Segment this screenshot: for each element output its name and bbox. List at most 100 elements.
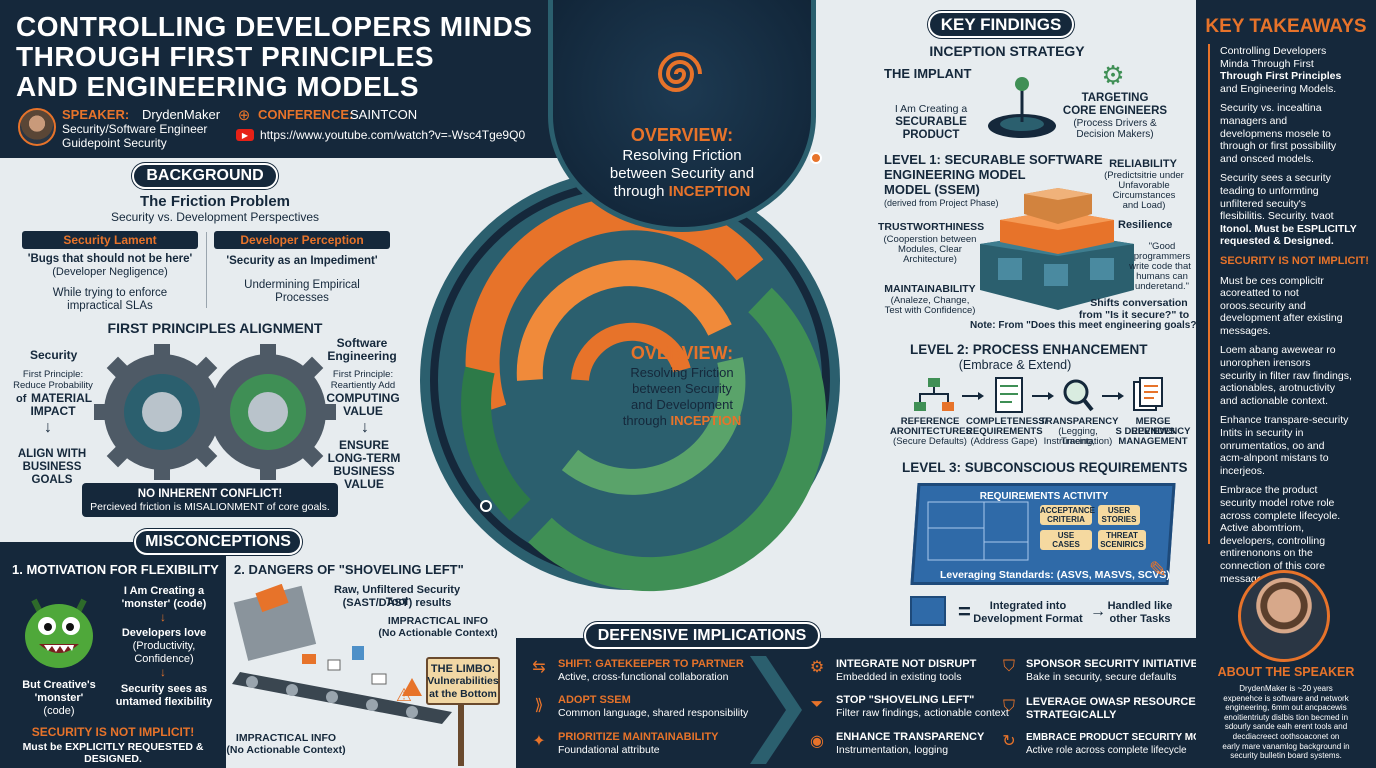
req-b1: USER xyxy=(1107,506,1131,515)
defensive-panel xyxy=(516,638,1196,768)
about-speaker: ABOUT THE SPEAKER xyxy=(1217,665,1355,679)
level3-title: LEVEL 3: SUBCONSCIOUS REQUIREMENTS xyxy=(902,460,1188,475)
m1-b1: Developers love xyxy=(121,627,207,639)
blueprint-small-icon xyxy=(910,596,946,626)
bio-line: engineering, 6mm out ancpacewis xyxy=(1225,703,1347,713)
conflict-1: NO INHERENT CONFLICT! xyxy=(137,488,283,500)
shield-icon: ⛉ xyxy=(1002,658,1015,675)
req-a2: CRITERIA xyxy=(1047,515,1085,524)
chevron-divider xyxy=(750,656,802,764)
m1-c3: (code) xyxy=(43,705,75,717)
globe-icon: ⊕ xyxy=(237,107,251,124)
warning-icon: ⚠ xyxy=(395,684,413,705)
m2-c2: (No Actionable Context) xyxy=(226,744,346,756)
sec-principle-3: of xyxy=(16,393,27,405)
arrow-down-icon: ↓ xyxy=(160,665,166,679)
top-line-1: Resolving Friction xyxy=(622,147,742,164)
sec-principle-1: First Principle: xyxy=(22,369,84,380)
takeaway-line: unorophen irensors xyxy=(1220,357,1311,370)
req-a1: ACCEPTANCE xyxy=(1040,506,1095,515)
shift-note: Note: From "Does this meet engineering g… xyxy=(970,320,1202,331)
top-inception: INCEPTION xyxy=(668,183,751,200)
mid-inception: INCEPTION xyxy=(670,413,742,428)
principles-title: FIRST PRINCIPLES ALIGNMENT xyxy=(107,320,323,336)
takeaway-line: requested & Designed. xyxy=(1220,235,1334,248)
takeaway-line: teading to unformting xyxy=(1220,184,1319,197)
align-2: BUSINESS xyxy=(22,461,82,473)
header-panel xyxy=(0,0,560,158)
conference-name: SAINTCON xyxy=(350,107,418,122)
sec-principle-5: IMPACT xyxy=(30,404,76,418)
sw-principle-2: Reartiently Add xyxy=(330,380,396,391)
takeaway-line: connection of this core xyxy=(1220,559,1326,572)
lament-foot-2: impractical SLAs xyxy=(67,300,153,312)
friction-title: The Friction Problem xyxy=(139,193,290,210)
p4a: MERGE REVIEWS xyxy=(1131,416,1175,438)
conveyor-graphic xyxy=(232,584,452,724)
def-item-2-sub: Foundational attribute xyxy=(558,744,660,756)
rel-1: (Predictsitrie under xyxy=(1104,170,1184,181)
bio-line: DrydenMaker is ~20 years xyxy=(1239,684,1333,693)
limbo-post xyxy=(458,700,464,766)
def-item-7-sub: STRATEGICALLY xyxy=(1026,709,1117,721)
req-c2: CASES xyxy=(1052,540,1080,549)
bio-line: enoitientriuty dislbis tion becmed in xyxy=(1223,712,1349,722)
maint-1: (Analeze, Change, xyxy=(890,295,970,306)
avatar xyxy=(18,108,56,146)
documents-icon xyxy=(1133,377,1163,411)
blueprint-lines xyxy=(927,501,1029,561)
takeaway-line: security in filter raw findings, xyxy=(1220,369,1352,382)
def-item-6-sub: Bake in security, secure defaults xyxy=(1026,671,1177,683)
p4b: S DEPENDENCY xyxy=(1115,426,1191,437)
top-overview-circle xyxy=(548,0,816,232)
takeaway-line: managers and xyxy=(1220,114,1288,127)
implant-title: THE IMPLANT xyxy=(884,66,972,81)
shift-1: Shifts conversation xyxy=(1090,297,1188,309)
handshake-icon: ⇆ xyxy=(532,659,546,676)
ensure-2: LONG-TERM xyxy=(327,451,401,465)
req-c1: USE xyxy=(1057,531,1075,540)
req-head: REQUIREMENTS ACTIVITY xyxy=(979,491,1109,502)
takeaway-line: and onsced models. xyxy=(1220,152,1314,165)
sec-principle-2: Reduce Probability xyxy=(13,380,93,391)
mid-line-3: and Development xyxy=(631,397,733,412)
p1b: ARONITECTURES xyxy=(890,426,972,437)
p4c: MANAGEMENT xyxy=(1118,436,1188,447)
m2-a1: Raw, Unfiltered Security Tool xyxy=(333,584,461,609)
top-line-2: between Security and xyxy=(609,165,755,182)
explicit-left: Must be EXPLICITLY REQUESTED & DESIGNED. xyxy=(22,741,204,765)
youtube-link[interactable]: https://www.youtube.com/watch?v=-Wsc4Tge… xyxy=(260,128,526,142)
connector-dot xyxy=(480,500,492,512)
takeaway-line: incerjeos. xyxy=(1220,464,1265,477)
sw-label-2: Engineering xyxy=(327,349,397,363)
m1-a2: 'monster' (code) xyxy=(121,598,207,610)
trust-t: TRUSTWORTHINESS xyxy=(878,221,985,233)
ssem-pyramid xyxy=(980,188,1134,310)
mid-line-2: between Security xyxy=(632,381,732,396)
quote-2: programmers xyxy=(1133,251,1191,262)
takeaway-line: Must be ces complicitr xyxy=(1220,274,1324,287)
quote-4: humans can xyxy=(1136,271,1188,282)
equals: = xyxy=(958,599,971,624)
def-item-4-title: STOP "SHOVELING LEFT" xyxy=(836,694,975,706)
def-item-8-sub: Active role across complete lifecycle xyxy=(1026,745,1187,756)
defensive-pill: DEFENSIVE IMPLICATIONS xyxy=(584,622,820,649)
bio-line: early mare vanamlog background in xyxy=(1222,741,1350,751)
takeaway-line: Active abomtriom, xyxy=(1220,522,1305,535)
takeaway-line: Minda Through First xyxy=(1220,57,1314,70)
req-d2: SCENIRICS xyxy=(1100,540,1144,549)
takeaway-line: security model rotve role xyxy=(1220,497,1335,509)
lament-quote: 'Bugs that should not be here' xyxy=(27,253,193,265)
m2-b2: (No Actionable Context) xyxy=(378,627,498,639)
m2-b1: IMPRACTICAL INFO xyxy=(387,615,489,627)
conflict-box xyxy=(82,483,338,517)
sw-principle-3: COMPUTING xyxy=(326,391,400,405)
friction-subtitle: Security vs. Development Perspectives xyxy=(110,210,320,224)
takeaway-line: Through First Principles xyxy=(1220,70,1342,83)
def-item-0-sub: Active, cross-functional collaboration xyxy=(558,671,729,683)
